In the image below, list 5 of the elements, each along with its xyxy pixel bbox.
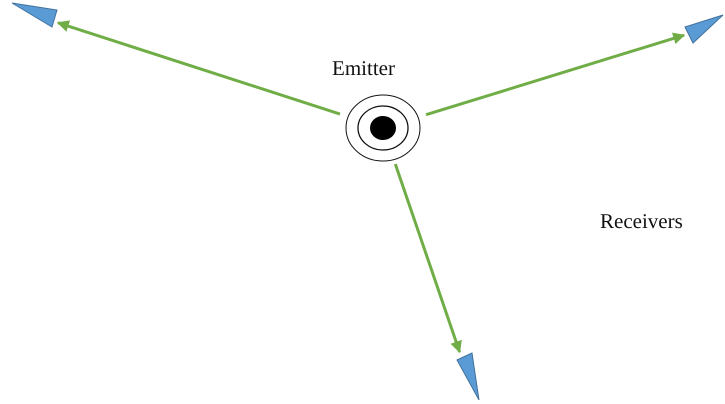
arrow [426,32,686,116]
arrow [394,164,462,354]
node-label: Emitter [332,56,395,81]
arrow [56,20,340,116]
label: Receivers [600,209,683,234]
